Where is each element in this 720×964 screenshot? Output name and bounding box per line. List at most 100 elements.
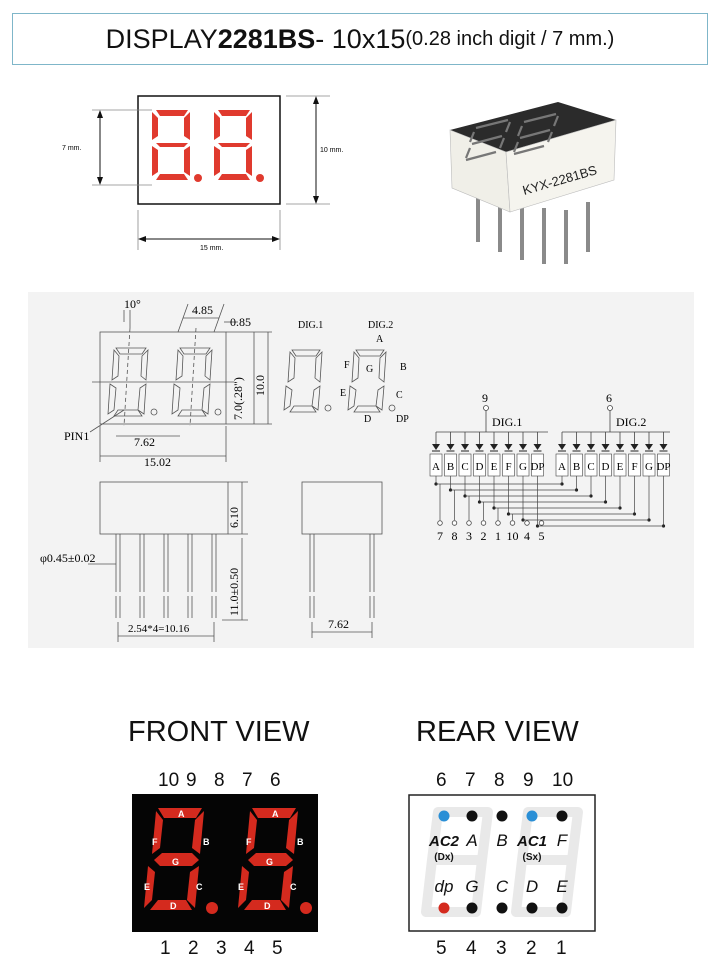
technical-drawing: 10° 4.85 0.85 7.0(.28") 10.0 7.62 15.02 … <box>28 292 694 648</box>
diode-symbol <box>461 444 469 450</box>
diode-symbol <box>504 444 513 450</box>
schematic-segment-b-2: B <box>573 461 580 473</box>
rear-top-sub-3: (Sx) <box>523 852 542 863</box>
rear-bottom-pin-5: 5 <box>436 938 447 959</box>
dim-angle: 10° <box>124 297 141 311</box>
schematic-pin-3: 3 <box>466 529 472 543</box>
rear-bottom-pad <box>438 902 450 914</box>
legend-dig1: DIG.1 <box>298 320 323 331</box>
front-seg-d-1: D <box>170 901 177 911</box>
schematic-segment-c-1: C <box>461 461 468 473</box>
rear-top-label-0: AC2 <box>428 833 460 850</box>
rear-top-pad <box>438 810 450 822</box>
rear-top-pin-7: 7 <box>465 770 476 791</box>
diode-symbol <box>645 444 653 450</box>
legend-seg-f: F <box>344 360 350 371</box>
front-seg-d-2: D <box>264 901 271 911</box>
schematic-dig1: DIG.1 <box>492 415 522 429</box>
dim-085: 0.85 <box>230 315 251 329</box>
rear-top-pad <box>556 810 568 822</box>
front-bottom-pin-4: 4 <box>244 938 255 959</box>
schematic-segment-g-2: G <box>645 461 653 473</box>
front-top-pin-10: 10 <box>158 770 180 791</box>
front-seg-f-1: F <box>152 837 158 847</box>
title-note: (0.28 inch digit / 7 mm.) <box>405 27 615 50</box>
schematic-segment-c-2: C <box>587 461 594 473</box>
rear-bottom-pad <box>526 902 538 914</box>
schematic-segment-g-1: G <box>519 461 527 473</box>
front-bottom-pin-1: 1 <box>160 938 171 959</box>
legend-seg-a: A <box>376 334 384 345</box>
front-top-pin-8: 8 <box>214 770 225 791</box>
schematic-segment-dp-1: DP <box>530 461 544 473</box>
rear-top-pin-10: 10 <box>552 770 574 791</box>
rear-bottom-pad <box>496 902 508 914</box>
rear-bottom-pin-1: 1 <box>556 938 567 959</box>
front-seg-g-2: G <box>266 857 273 867</box>
rear-bottom-label-0: dp <box>435 877 454 896</box>
rear-view-title: REAR VIEW <box>416 716 579 748</box>
front-seg-a-1: A <box>178 809 185 819</box>
diode-symbol <box>475 444 484 450</box>
rear-top-pin-9: 9 <box>523 770 534 791</box>
dim-pin-diameter: φ0.45±0.02 <box>40 551 96 565</box>
dim-10: 10.0 <box>253 375 267 396</box>
schematic-segment-f-1: F <box>505 461 511 473</box>
rear-top-label-2: B <box>496 831 507 850</box>
title-prefix: DISPLAY <box>105 23 218 54</box>
front-top-pin-9: 9 <box>186 770 197 791</box>
schematic-segment-a-1: A <box>432 461 440 473</box>
diode-symbol <box>432 444 440 450</box>
rear-bottom-pin-4: 4 <box>466 938 477 959</box>
schematic-pin-1: 1 <box>495 529 501 543</box>
schematic-common2-pin: 6 <box>606 391 612 405</box>
legend-seg-e: E <box>340 388 346 399</box>
rear-top-pin-8: 8 <box>494 770 505 791</box>
schematic-pin-10: 10 <box>507 529 519 543</box>
front-top-pin-7: 7 <box>242 770 253 791</box>
dim-610: 6.10 <box>227 507 241 528</box>
front-seg-g-1: G <box>172 857 179 867</box>
rear-bottom-label-1: G <box>465 877 478 896</box>
dim-1502: 15.02 <box>144 455 171 469</box>
rear-bottom-pin-3: 3 <box>496 938 507 959</box>
dim-485: 4.85 <box>192 303 213 317</box>
rear-top-pad <box>526 810 538 822</box>
schematic-segment-a-2: A <box>558 461 566 473</box>
diode-symbol <box>659 444 668 450</box>
front-top-pin-6: 6 <box>270 770 281 791</box>
rear-top-sub-0: (Dx) <box>434 852 453 863</box>
diode-symbol <box>519 444 527 450</box>
schematic-pin-7: 7 <box>437 529 443 543</box>
rear-top-label-1: A <box>465 831 477 850</box>
front-bottom-pin-5: 5 <box>272 938 283 959</box>
schematic-dig2: DIG.2 <box>616 415 646 429</box>
dim-side-762: 7.62 <box>328 617 349 631</box>
dim-digit-height: 7 mm. <box>62 145 82 152</box>
diode-symbol <box>558 444 566 450</box>
rear-bottom-pin-2: 2 <box>526 938 537 959</box>
schematic-segment-d-2: D <box>602 461 610 473</box>
dim-762: 7.62 <box>134 435 155 449</box>
front-seg-c-2: C <box>290 882 297 892</box>
schematic-pin-5: 5 <box>539 529 545 543</box>
front-digit-2 <box>238 808 312 914</box>
pin1-label: PIN1 <box>64 429 89 443</box>
diode-symbol <box>630 444 639 450</box>
front-seg-e-2: E <box>238 882 244 892</box>
front-seg-a-2: A <box>272 809 279 819</box>
diode-symbol <box>587 444 595 450</box>
front-bottom-pin-2: 2 <box>188 938 199 959</box>
legend-seg-d: D <box>364 414 371 425</box>
rear-top-pin-6: 6 <box>436 770 447 791</box>
rear-top-label-3: AC1 <box>516 833 547 850</box>
rear-bottom-label-2: C <box>496 877 509 896</box>
schematic-segment-d-1: D <box>476 461 484 473</box>
schematic-pin-8: 8 <box>452 529 458 543</box>
component-photo: KYX-2281BS <box>449 102 617 264</box>
dim-body-width: 15 mm. <box>200 245 223 252</box>
schematic-segment-e-1: E <box>491 461 498 473</box>
schematic-segment-e-2: E <box>617 461 624 473</box>
